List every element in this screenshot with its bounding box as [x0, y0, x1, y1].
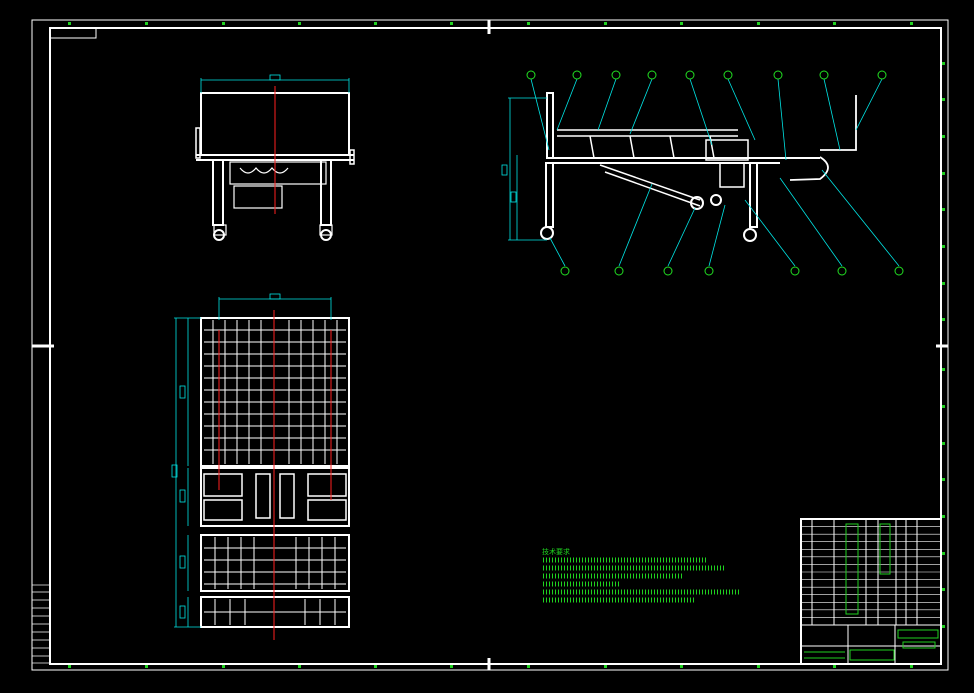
side-view-balloons-top — [526, 70, 887, 80]
balloon — [723, 70, 733, 80]
balloon — [877, 70, 887, 80]
balloon — [704, 266, 714, 276]
balloon — [819, 70, 829, 80]
balloon — [572, 70, 582, 80]
balloon — [526, 70, 536, 80]
balloon — [647, 70, 657, 80]
balloon — [837, 266, 847, 276]
balloon — [614, 266, 624, 276]
balloon — [611, 70, 621, 80]
side-view — [540, 92, 857, 242]
balloon — [790, 266, 800, 276]
zone-ticks — [68, 22, 945, 668]
balloon — [773, 70, 783, 80]
side-view-dimensions — [501, 97, 547, 241]
side-view-leaders — [530, 78, 900, 267]
binding-strip — [31, 584, 51, 664]
tech-notes-lines — [543, 557, 740, 603]
title-block-rows — [801, 526, 941, 618]
tech-notes-title: 技术要求 — [542, 548, 570, 556]
top-view-grid — [204, 320, 346, 625]
sheet-border — [31, 19, 949, 671]
title-block-fields — [804, 523, 939, 661]
balloon — [560, 266, 570, 276]
balloon — [685, 70, 695, 80]
front-view-dimensions — [200, 74, 350, 93]
balloon — [894, 266, 904, 276]
top-view-dimensions — [171, 293, 332, 628]
side-view-balloons-bottom — [560, 266, 904, 276]
balloon — [663, 266, 673, 276]
top-view-centerlines — [218, 310, 332, 640]
top-view — [200, 317, 350, 628]
